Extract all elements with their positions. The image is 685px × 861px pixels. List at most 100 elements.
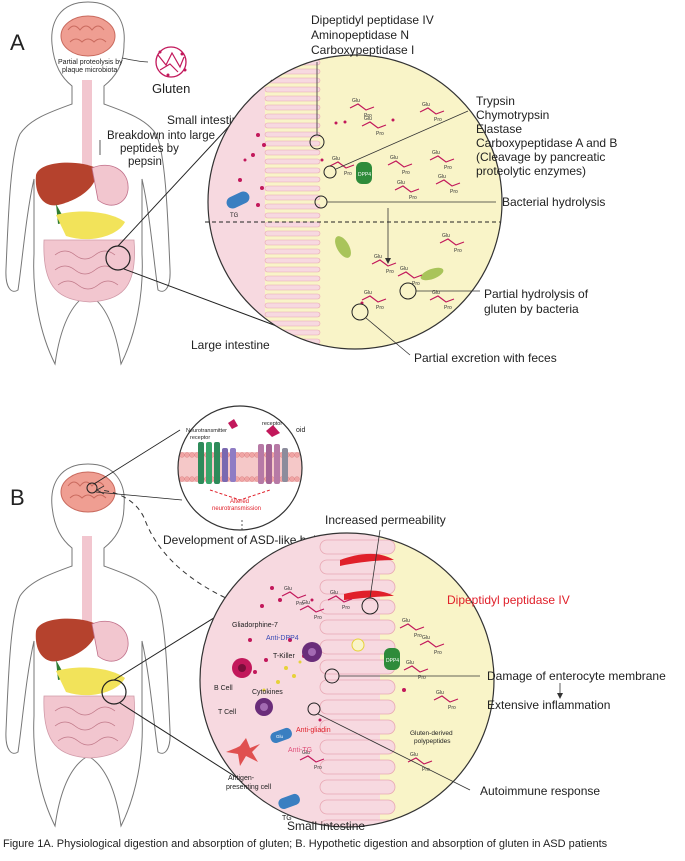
pro-label: Pro — [450, 189, 458, 195]
esophagus-a — [82, 80, 92, 180]
villus — [319, 659, 396, 675]
pancreas-a — [56, 211, 125, 240]
villus — [264, 212, 321, 219]
figure-caption: Figure 1A. Physiological digestion and a… — [3, 838, 608, 850]
brain-a-folds — [67, 25, 107, 43]
pro-label: Pro — [444, 165, 452, 171]
peptide-chain — [329, 161, 355, 169]
villus — [264, 167, 321, 174]
brush-border-enzymes: Dipeptidyl peptidase IV Aminopeptidase N… — [311, 13, 434, 57]
villus — [319, 599, 396, 615]
cytokines-label: Cytokines — [252, 689, 283, 696]
villus — [319, 699, 396, 715]
pepsin-line-3: pepsin — [128, 156, 162, 168]
glu-label: Glu — [302, 750, 310, 756]
villus — [264, 257, 321, 264]
villus — [264, 284, 321, 291]
pro-label: Pro — [434, 117, 442, 123]
partial-hydrolysis-label-1: Partial hydrolysis of — [484, 287, 589, 301]
villus — [264, 86, 321, 93]
glu-label: Glu — [402, 618, 410, 624]
villus — [319, 539, 396, 555]
peptide-chain — [361, 121, 387, 129]
gliadorphine-ligand — [266, 425, 280, 437]
villus — [264, 329, 321, 336]
peptide-chain — [419, 640, 445, 648]
callout-line-permeability — [369, 529, 381, 599]
glu-label: Glu — [406, 660, 414, 666]
peptides-a: GluProGluProGluProGluProGluProGluProGluP… — [329, 98, 465, 311]
liver-b — [35, 618, 97, 662]
opioid-receptor-icon — [258, 444, 288, 484]
tg-enzyme-a: TG — [226, 191, 250, 219]
neurotransmitter-receptor-icon — [198, 442, 236, 484]
panel-b-letter: B — [10, 485, 25, 510]
peptide-chain — [439, 238, 465, 246]
pancreas-b — [56, 667, 125, 696]
inflammation-label: Extensive inflammation — [487, 698, 610, 712]
villus — [264, 59, 321, 66]
lipid-bead — [184, 452, 190, 458]
peptide-chain — [299, 755, 325, 763]
lipid-bead — [239, 452, 245, 458]
gluten-molecule-icon — [155, 46, 187, 78]
dpp4-title-label: Dipeptidyl peptidase IV — [447, 593, 570, 607]
pro-label: Pro — [418, 675, 426, 681]
pancreatic-note-1: (Cleavage by pancreatic — [476, 150, 605, 164]
lipid-bead — [289, 452, 295, 458]
stomach-a — [91, 164, 129, 206]
villus — [264, 221, 321, 228]
pro-label: Pro — [376, 305, 384, 311]
glu-label: Glu — [352, 98, 360, 104]
stomach-b — [91, 620, 129, 662]
villus — [264, 302, 321, 309]
anti-dpp4-label: Anti-DPP4 — [266, 635, 299, 642]
svg-text:Glu: Glu — [276, 734, 284, 739]
glu-label: Glu — [364, 116, 372, 122]
antigen-presenting-cell-icon — [226, 738, 260, 766]
villus — [319, 679, 396, 695]
villus — [264, 104, 321, 111]
enzyme-chymotrypsin: Chymotrypsin — [476, 108, 549, 122]
gluten-label: Gluten — [152, 81, 190, 96]
villus — [264, 275, 321, 282]
permeability-gap-2 — [340, 553, 394, 566]
villus — [264, 68, 321, 75]
small-intestine-label-b: Small intestine — [287, 819, 365, 833]
intestines-b — [43, 695, 135, 759]
glu-label: Glu — [390, 155, 398, 161]
pancreatic-enzymes: Trypsin Chymotrypsin Elastase Carboxypep… — [476, 94, 617, 178]
ligand-icon — [228, 419, 238, 429]
intestine-loops-a — [54, 250, 119, 290]
peptide-chain — [403, 665, 429, 673]
peptide-chain — [371, 259, 397, 267]
lipid-bead — [244, 452, 250, 458]
brain-note-2: plaque microbiota — [62, 67, 117, 74]
bacterium-2 — [420, 267, 444, 281]
pro-label: Pro — [444, 305, 452, 311]
pro-label: Pro — [414, 633, 422, 639]
pro-label: Pro — [386, 269, 394, 275]
pro-label: Pro — [422, 767, 430, 773]
brain-zoom-circle-b — [86, 482, 98, 494]
villus — [264, 149, 321, 156]
pro-label: Pro — [409, 195, 417, 201]
villus — [264, 122, 321, 129]
lipid-bead — [189, 452, 195, 458]
partial-excretion-label: Partial excretion with feces — [414, 351, 557, 365]
pepsin-line-2: peptides by — [120, 143, 179, 155]
altered-signal-path — [209, 489, 271, 501]
callout-line-excretion — [365, 317, 411, 356]
bacterial-hydrolysis-label: Bacterial hydrolysis — [502, 195, 605, 209]
peptide-chain — [429, 295, 455, 303]
lipid-bead — [244, 476, 250, 482]
brain-note-1: Partial proteolysis by — [58, 59, 123, 66]
villus — [264, 266, 321, 273]
bacterium-1 — [335, 236, 351, 258]
enzyme-carboxypeptidase-1: Carboxypeptidase I — [311, 43, 414, 57]
altered-label-2: neurotransmission — [212, 506, 261, 512]
t-killer-label: T-Killer — [273, 653, 295, 660]
glu-label: Glu — [432, 290, 440, 296]
villus — [319, 799, 396, 815]
